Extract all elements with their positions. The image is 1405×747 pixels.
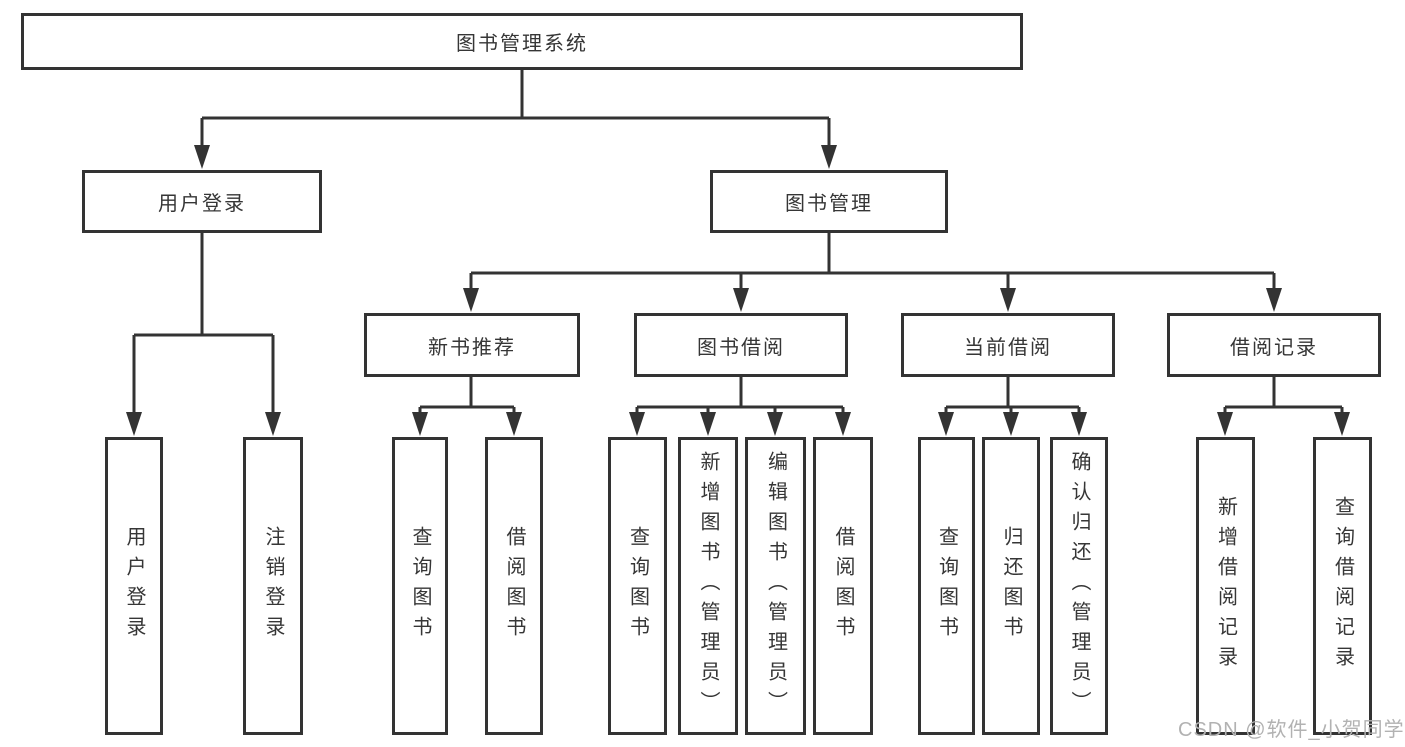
arrowhead [700, 412, 716, 436]
arrowhead [1334, 412, 1350, 436]
node-leaf-return-books: 归还图书 [982, 437, 1040, 735]
node-leaf-add-borrow-record: 新增借阅记录 [1196, 437, 1255, 735]
node-leaf-add-books-admin-label: 新增图书（管理员） [697, 451, 719, 721]
node-book-management: 图书管理 [710, 170, 948, 233]
node-library-system: 图书管理系统 [21, 13, 1023, 70]
node-library-system-label: 图书管理系统 [456, 33, 588, 55]
node-leaf-confirm-return-admin: 确认归还（管理员） [1050, 437, 1108, 735]
arrowhead [1217, 412, 1233, 436]
arrowhead [1071, 412, 1087, 436]
arrowhead [412, 412, 428, 436]
node-leaf-user-login: 用户登录 [105, 437, 163, 735]
arrowhead [1003, 412, 1019, 436]
node-leaf-borrow-books-label: 借阅图书 [832, 526, 854, 646]
node-leaf-user-login-label: 用户登录 [123, 526, 145, 646]
arrowhead [126, 412, 142, 436]
node-leaf-borrow-books: 借阅图书 [813, 437, 873, 735]
arrowhead [194, 145, 210, 169]
watermark-text: CSDN @软件_小贺同学 [1178, 719, 1405, 741]
arrowhead [506, 412, 522, 436]
connector-book-borrowing-children [629, 377, 851, 436]
node-leaf-logout: 注销登录 [243, 437, 303, 735]
arrowhead [1266, 288, 1282, 312]
node-book-management-label: 图书管理 [785, 193, 873, 215]
node-current-borrowing: 当前借阅 [901, 313, 1115, 377]
node-book-borrowing-label: 图书借阅 [697, 336, 785, 359]
node-book-borrowing: 图书借阅 [634, 313, 848, 377]
node-user-login: 用户登录 [82, 170, 322, 233]
node-leaf-query-books-current: 查询图书 [918, 437, 975, 735]
node-borrowing-records: 借阅记录 [1167, 313, 1381, 377]
arrowhead [821, 145, 837, 169]
node-borrowing-records-label: 借阅记录 [1230, 336, 1318, 359]
arrowhead [265, 412, 281, 436]
arrowhead [1000, 288, 1016, 312]
connector-current-borrowing-children [938, 377, 1087, 436]
connector-borrowing-records-children [1217, 377, 1350, 436]
connector-root-to-level2 [194, 70, 837, 169]
arrowhead [767, 412, 783, 436]
connector-new-book-recommend-children [412, 377, 522, 436]
arrowhead [629, 412, 645, 436]
node-leaf-query-borrow-record-label: 查询借阅记录 [1331, 496, 1354, 676]
node-new-book-recommend-label: 新书推荐 [428, 336, 516, 359]
node-leaf-confirm-return-admin-label: 确认归还（管理员） [1068, 451, 1090, 721]
node-new-book-recommend: 新书推荐 [364, 313, 580, 377]
connector-user-login-children [126, 233, 281, 436]
node-leaf-query-books-current-label: 查询图书 [935, 526, 958, 646]
arrowhead [835, 412, 851, 436]
node-user-login-label: 用户登录 [158, 193, 246, 215]
arrowhead [733, 288, 749, 312]
node-leaf-add-borrow-record-label: 新增借阅记录 [1214, 496, 1237, 676]
node-leaf-borrow-books-recommend: 借阅图书 [485, 437, 543, 735]
arrowhead [463, 288, 479, 312]
node-leaf-logout-label: 注销登录 [262, 526, 284, 646]
node-leaf-query-books-recommend: 查询图书 [392, 437, 448, 735]
arrowhead [938, 412, 954, 436]
node-leaf-add-books-admin: 新增图书（管理员） [678, 437, 738, 735]
node-leaf-query-books-borrowing-label: 查询图书 [626, 526, 649, 646]
node-leaf-edit-books-admin-label: 编辑图书（管理员） [764, 451, 787, 721]
node-leaf-query-borrow-record: 查询借阅记录 [1313, 437, 1372, 735]
connector-book-management-children [463, 233, 1282, 312]
node-leaf-return-books-label: 归还图书 [1000, 526, 1022, 646]
node-leaf-query-books-borrowing: 查询图书 [608, 437, 667, 735]
node-leaf-query-books-recommend-label: 查询图书 [409, 526, 431, 646]
node-current-borrowing-label: 当前借阅 [964, 336, 1052, 359]
node-leaf-edit-books-admin: 编辑图书（管理员） [745, 437, 806, 735]
node-leaf-borrow-books-recommend-label: 借阅图书 [503, 526, 525, 646]
